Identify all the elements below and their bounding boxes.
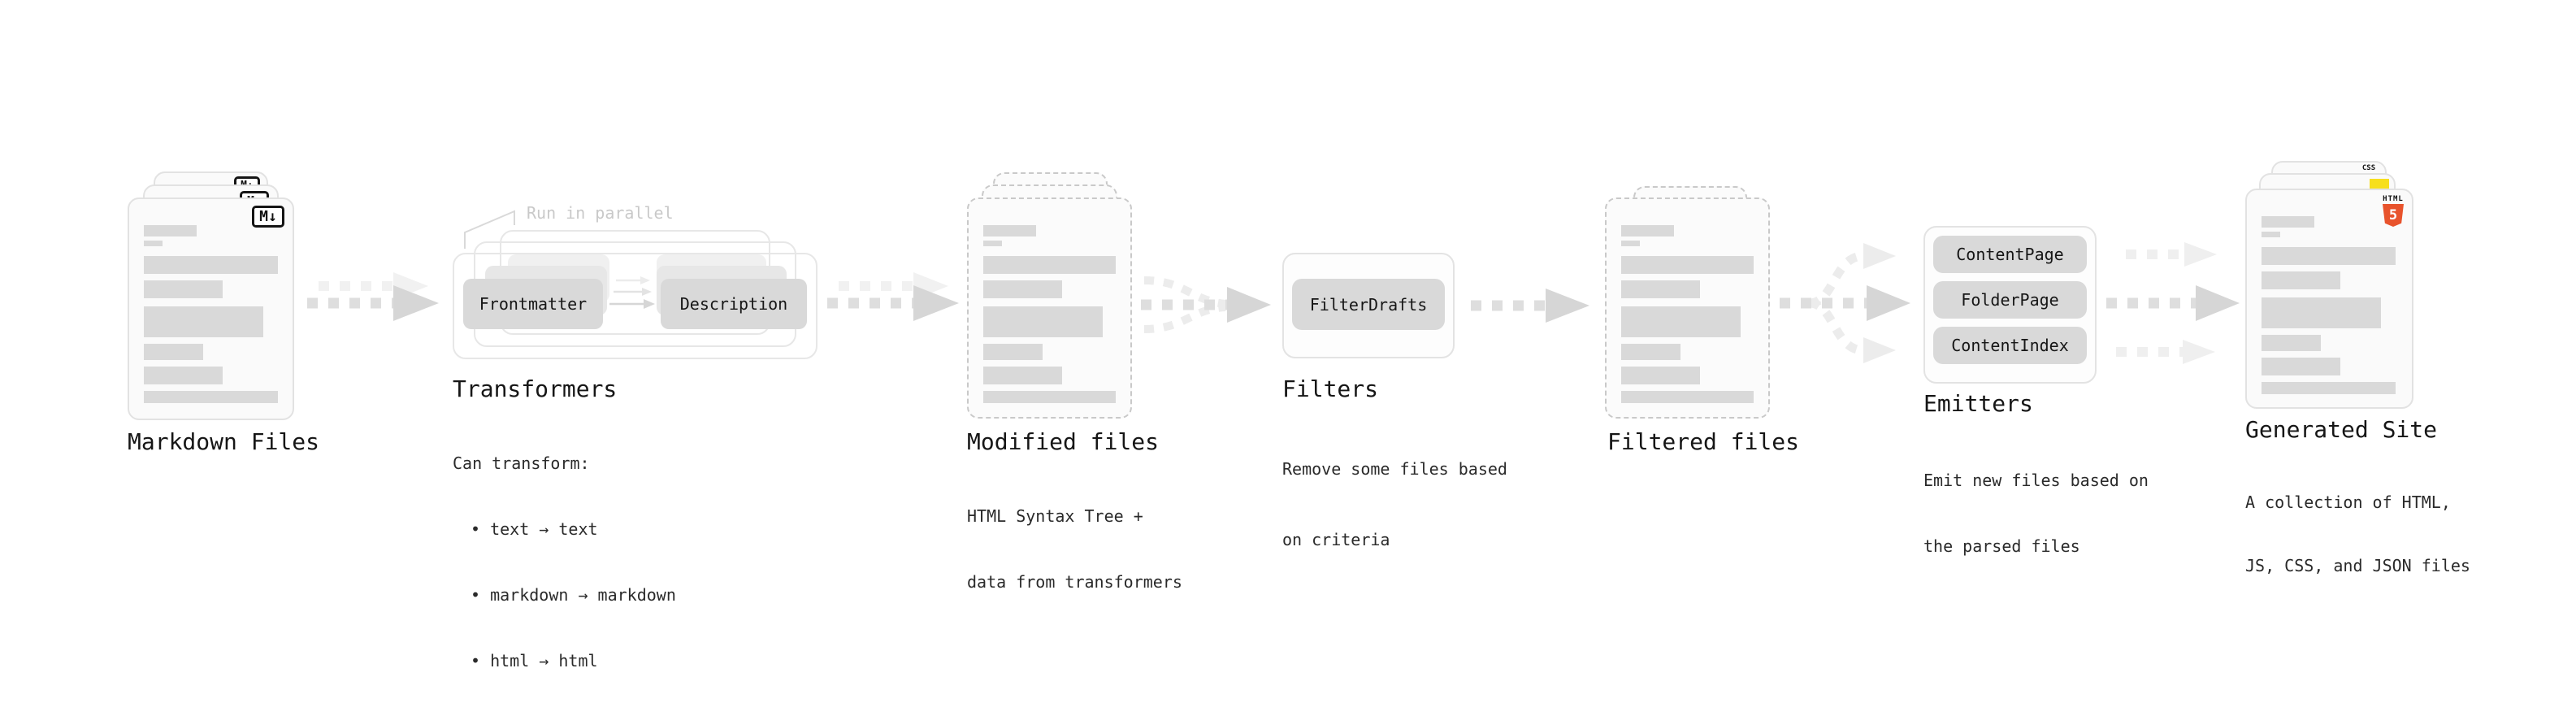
arrow-markdown-to-transformers: [307, 272, 439, 321]
description-line: the parsed files: [1923, 536, 2080, 556]
filters-stage: FilterDrafts Filters Remove some files b…: [1282, 253, 1507, 599]
css-label: CSS: [2361, 164, 2376, 172]
description-line: on criteria: [1282, 530, 1390, 549]
file-content-skeleton: [1621, 225, 1754, 414]
transformer-frame-front: [453, 253, 817, 359]
pipeline-diagram: M↓ M↓ M↓ Markdown Files Run in parallel: [128, 161, 2470, 670]
html5-icon: HTML 5: [2381, 195, 2405, 227]
filters-title: Filters: [1282, 375, 1379, 402]
emitters-stage: ContentPage FolderPage ContentIndex Emit…: [1923, 226, 2149, 601]
html5-shield: 5: [2383, 204, 2404, 227]
transformers-stage: Run in parallel Frontmatter Description …: [453, 203, 817, 670]
description-line: HTML Syntax Tree +: [967, 506, 1143, 526]
emitters-title: Emitters: [1923, 390, 2033, 417]
modified-files-label: Modified files: [967, 428, 1160, 455]
markdown-files-label: Markdown Files: [128, 428, 320, 455]
description-line: • text → text: [471, 519, 598, 539]
frontmatter-button: Frontmatter: [463, 279, 603, 329]
file-content-skeleton: [983, 225, 1116, 414]
transformers-title: Transformers: [453, 375, 618, 402]
filters-description: Remove some files based on criteria: [1282, 410, 1507, 599]
arrow-transformers-to-modified: [827, 272, 959, 321]
description-line: Emit new files based on: [1923, 471, 2149, 490]
generated-site-stage: CSS HTML 5 Generated Site A collection o…: [2245, 161, 2470, 618]
arrows-emitters-to-generated: [2106, 242, 2240, 364]
markdown-icon: M↓: [252, 206, 284, 228]
annotation-leader-line: [464, 210, 515, 249]
filtered-files-label: Filtered files: [1607, 428, 1800, 455]
file-content-skeleton: [144, 225, 278, 415]
html5-number: 5: [2388, 207, 2398, 223]
contentpage-button: ContentPage: [1933, 236, 2087, 273]
filtered-files-stage: Filtered files: [1605, 186, 1800, 455]
transformers-description: Can transform: • text → text • markdown …: [453, 409, 676, 716]
modified-file-card-front: [967, 197, 1132, 419]
generated-file-card-front: HTML 5: [2245, 189, 2413, 409]
markdown-files-stage: M↓ M↓ M↓ Markdown Files: [128, 171, 320, 455]
modified-files-description: HTML Syntax Tree + data from transformer…: [967, 462, 1182, 637]
description-line: • html → html: [471, 651, 598, 670]
emitters-description: Emit new files based on the parsed files: [1923, 426, 2149, 601]
transformer-step-arrows: [609, 276, 655, 309]
run-in-parallel-annotation: Run in parallel: [527, 203, 674, 223]
html5-label: HTML: [2383, 195, 2404, 203]
arrow-modified-to-filters-merge: [1141, 276, 1271, 333]
generated-site-label: Generated Site: [2245, 416, 2438, 443]
contentindex-button: ContentIndex: [1933, 327, 2087, 364]
filterdrafts-button: FilterDrafts: [1292, 279, 1445, 330]
js-file-icon: [2370, 179, 2389, 189]
description-line: JS, CSS, and JSON files: [2245, 556, 2470, 575]
description-line: Can transform:: [453, 453, 590, 473]
description-button: Description: [661, 279, 807, 329]
description-line: A collection of HTML,: [2245, 493, 2451, 512]
description-line: • markdown → markdown: [471, 585, 676, 605]
modified-files-stage: Modified files HTML Syntax Tree + data f…: [967, 172, 1182, 637]
folderpage-button: FolderPage: [1933, 281, 2087, 319]
generated-site-description: A collection of HTML, JS, CSS, and JSON …: [2245, 449, 2470, 618]
filtered-file-card-front: [1605, 197, 1770, 419]
file-content-skeleton: [2262, 216, 2397, 404]
description-line: data from transformers: [967, 572, 1182, 592]
description-line: Remove some files based: [1282, 459, 1507, 479]
arrow-filters-to-filtered: [1471, 289, 1589, 323]
arrow-filtered-to-emitters-fanout: [1780, 243, 1910, 363]
markdown-file-card-front: M↓: [128, 197, 294, 420]
